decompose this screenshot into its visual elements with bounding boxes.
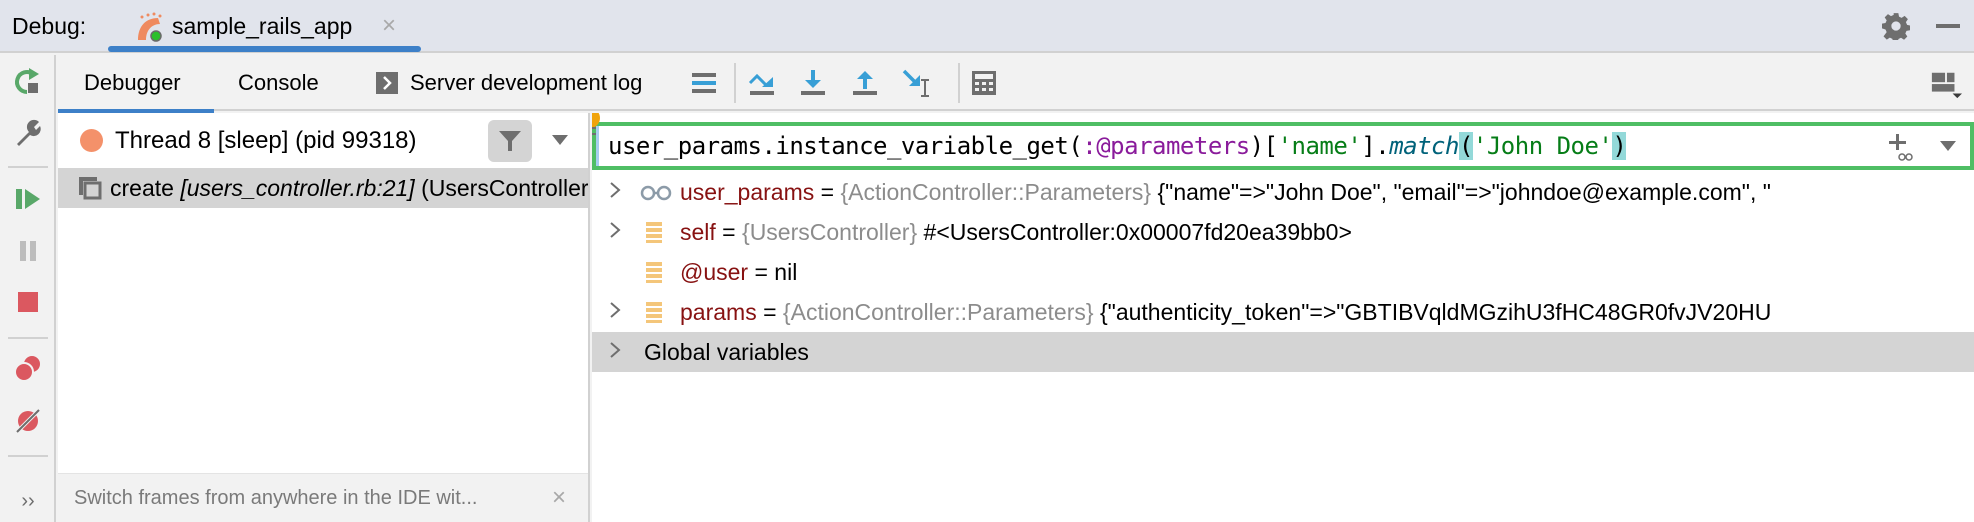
evaluate-expression-field[interactable]: user_params.instance_variable_get(:@para…	[592, 122, 1974, 170]
add-to-watches-icon[interactable]	[1886, 132, 1916, 162]
toolbar-separator	[8, 455, 48, 457]
tab-label: Console	[238, 70, 319, 95]
field-icon	[646, 302, 662, 323]
global-variables-label: Global variables	[644, 339, 809, 365]
frame-icon	[79, 177, 102, 200]
step-over-button[interactable]	[746, 67, 778, 99]
gear-icon[interactable]	[1882, 12, 1910, 40]
minimize-icon[interactable]	[1936, 24, 1960, 28]
expand-chevron-icon[interactable]	[608, 340, 622, 360]
thread-dropdown-arrow-icon[interactable]	[552, 135, 568, 145]
close-tab-icon[interactable]: ×	[382, 12, 397, 39]
run-to-cursor-button[interactable]	[900, 67, 932, 99]
frames-panel: Thread 8 [sleep] (pid 99318) create [use…	[58, 113, 590, 522]
evaluate-expression-button[interactable]	[968, 67, 1000, 99]
expand-chevron-icon[interactable]	[608, 180, 622, 200]
stack-frame-row[interactable]: create [users_controller.rb:21] (UsersCo…	[58, 168, 588, 208]
variable-text: @user = nil	[680, 259, 798, 285]
stop-icon	[18, 292, 38, 312]
stop-button[interactable]	[12, 286, 44, 318]
thread-selector[interactable]: Thread 8 [sleep] (pid 99318)	[58, 113, 588, 168]
view-breakpoints-button[interactable]	[12, 352, 44, 384]
calculator-icon	[972, 71, 996, 95]
frame-class: (UsersController)	[421, 175, 588, 201]
frame-file: [users_controller.rb:21]	[180, 175, 415, 201]
field-icon	[646, 222, 662, 243]
expand-chevron-icon[interactable]	[608, 300, 622, 320]
variable-row-self[interactable]: self = {UsersController} #<UsersControll…	[592, 212, 1974, 252]
double-chevron-icon: ››	[21, 489, 35, 512]
run-config-tab[interactable]: sample_rails_app ×	[108, 0, 423, 53]
watch-glasses-icon	[640, 185, 672, 201]
run-config-name: sample_rails_app	[172, 13, 353, 39]
frame-method: create	[110, 175, 174, 201]
settings-wrench-button[interactable]	[12, 117, 44, 149]
pause-button[interactable]	[12, 235, 44, 267]
step-into-button[interactable]	[797, 67, 829, 99]
debug-side-toolbar: ››	[0, 55, 56, 522]
intention-bulb-icon[interactable]	[592, 113, 600, 128]
toolbar-separator	[8, 166, 48, 168]
variable-row-params[interactable]: params = {ActionController::Parameters} …	[592, 292, 1974, 332]
global-variables-row[interactable]: Global variables	[592, 332, 1974, 372]
layout-icon	[1931, 72, 1962, 99]
expand-chevron-icon[interactable]	[608, 220, 622, 240]
toolbar-separator	[734, 63, 736, 103]
variable-row-user[interactable]: @user = nil	[592, 252, 1974, 292]
resume-icon	[16, 189, 40, 209]
debug-tabs-toolbar: Debugger Console Server development log	[58, 55, 1974, 113]
rerun-icon	[15, 68, 39, 94]
frame-label: create [users_controller.rb:21] (UsersCo…	[110, 175, 588, 202]
tab-debugger[interactable]: Debugger	[58, 55, 214, 113]
step-out-icon	[853, 71, 877, 95]
intention-bulb-base	[592, 127, 596, 135]
resume-button[interactable]	[12, 183, 44, 215]
tab-label: Server development log	[410, 70, 643, 95]
frames-hint-bar: Switch frames from anywhere in the IDE w…	[58, 473, 588, 522]
step-out-button[interactable]	[849, 67, 881, 99]
tab-server-development-log[interactable]: Server development log	[376, 55, 726, 111]
pause-icon	[20, 241, 36, 261]
close-hint-icon[interactable]: ×	[552, 484, 567, 511]
toolbar-separator	[958, 63, 960, 103]
toolbar-separator	[8, 337, 48, 339]
thread-label: Thread 8 [sleep] (pid 99318)	[115, 127, 417, 154]
step-over-icon	[748, 73, 774, 95]
mute-breakpoints-icon	[15, 408, 41, 434]
expression-history-dropdown-icon[interactable]	[1940, 141, 1956, 151]
variables-panel: user_params.instance_variable_get(:@para…	[592, 113, 1974, 522]
console-prompt-icon	[376, 72, 398, 94]
hint-text: Switch frames from anywhere in the IDE w…	[74, 487, 478, 509]
tab-console[interactable]: Console	[238, 55, 358, 111]
layout-settings-button[interactable]	[1930, 69, 1962, 101]
text-caret	[596, 126, 599, 166]
active-tab-indicator	[108, 46, 421, 52]
variable-text: self = {UsersController} #<UsersControll…	[680, 219, 1352, 245]
field-icon	[646, 262, 662, 283]
variable-text: user_params = {ActionController::Paramet…	[680, 179, 1771, 205]
rails-logo-icon	[138, 12, 162, 42]
show-execution-point-button[interactable]	[688, 67, 720, 99]
thread-status-icon	[80, 129, 103, 152]
breakpoints-icon	[14, 356, 40, 382]
run-to-cursor-icon	[902, 69, 929, 97]
mute-breakpoints-button[interactable]	[12, 405, 44, 437]
variable-row-user-params[interactable]: user_params = {ActionController::Paramet…	[592, 172, 1974, 212]
filter-frames-button[interactable]	[488, 120, 532, 162]
debug-title-bar: Debug: sample_rails_app ×	[0, 0, 1974, 53]
show-execution-point-icon	[692, 73, 716, 93]
expression-code: user_params.instance_variable_get(:@para…	[608, 132, 1627, 160]
rerun-button[interactable]	[12, 65, 44, 97]
step-into-icon	[801, 70, 825, 95]
debug-label: Debug:	[12, 13, 87, 39]
more-actions-button[interactable]: ››	[12, 485, 44, 517]
variable-text: params = {ActionController::Parameters} …	[680, 299, 1772, 325]
filter-icon	[499, 131, 521, 151]
tab-label: Debugger	[84, 70, 181, 95]
wrench-icon	[17, 119, 41, 146]
